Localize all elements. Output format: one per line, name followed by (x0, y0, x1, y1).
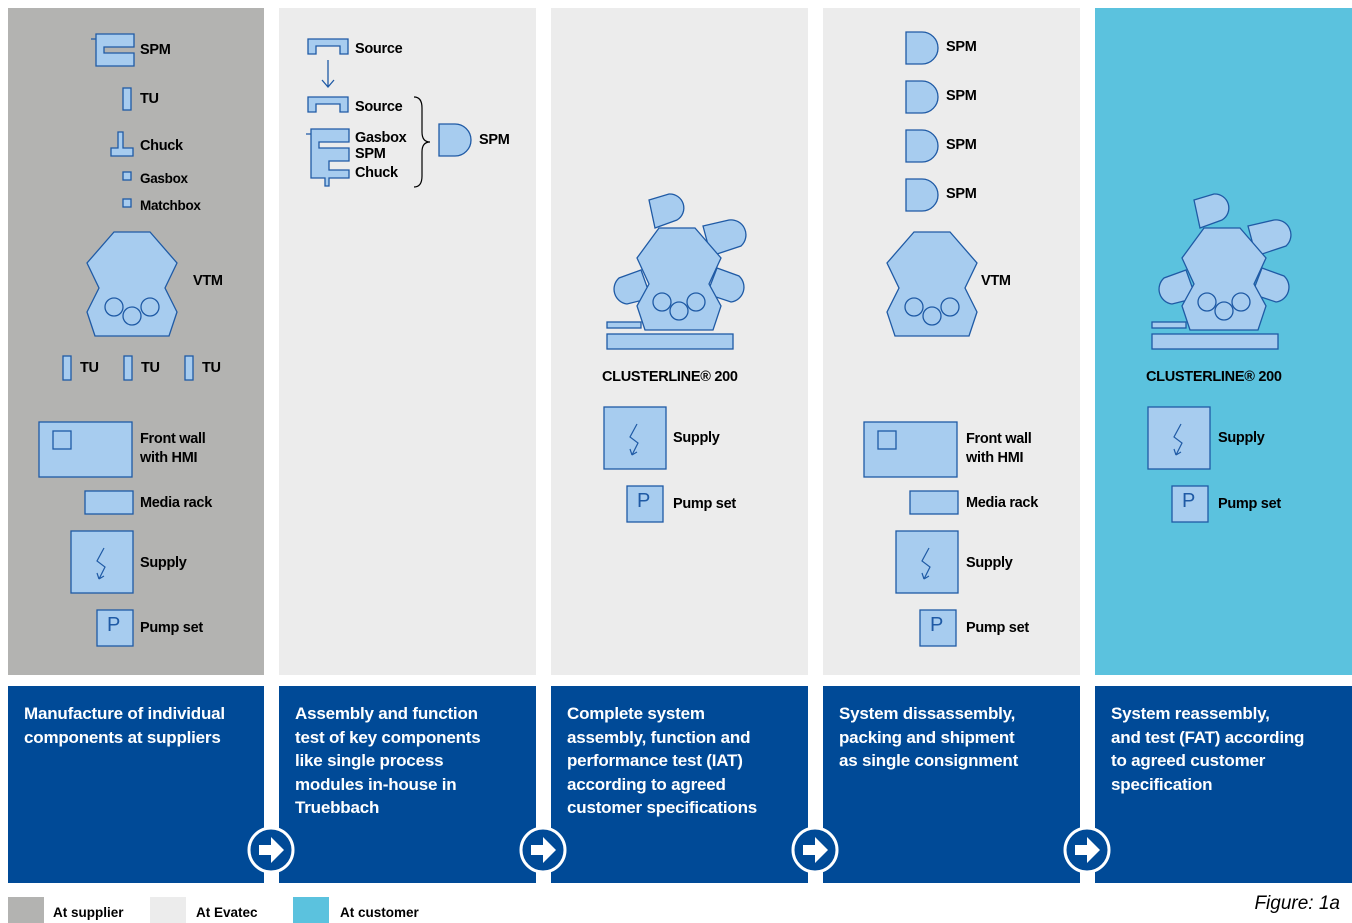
brace-icon (413, 96, 431, 188)
gasbox-component-icon (122, 171, 132, 181)
spm-module-icon (905, 129, 939, 163)
stage-4-spm4-label: SPM (946, 186, 977, 202)
tu-component-icon (123, 355, 133, 381)
spm-module-icon (905, 178, 939, 212)
stage-1-description: Manufacture of individual components at … (8, 686, 264, 883)
stage-3-pump-letter: P (637, 490, 651, 512)
chuck-component-icon (110, 131, 134, 157)
stage-4-vtm-label: VTM (981, 273, 1011, 289)
stage-5-description: System reassembly, and test (FAT) accord… (1095, 686, 1352, 883)
supply-icon (70, 530, 134, 594)
stage-2-spm-mid-label: SPM (355, 146, 386, 162)
down-arrow-icon (321, 60, 335, 88)
stage-5-product-label: CLUSTERLINE® 200 (1146, 369, 1282, 385)
stage-1-vtm-label: VTM (193, 273, 223, 289)
stage-5-pump-letter: P (1182, 490, 1196, 512)
stage-1-supply-label: Supply (140, 555, 187, 571)
stage-1-matchbox-label: Matchbox (140, 198, 201, 213)
spm-component-icon (91, 33, 135, 67)
tu-component-icon (184, 355, 194, 381)
stage-3-description: Complete system assembly, function and p… (551, 686, 808, 883)
tu-component-icon (62, 355, 72, 381)
front-wall-icon (38, 421, 133, 478)
source-component-icon (307, 38, 349, 55)
stage-1-gasbox-label: Gasbox (140, 171, 188, 186)
stage-4-spm2-label: SPM (946, 88, 977, 104)
stage-4-pump-letter: P (930, 614, 944, 636)
stage-1-spm-label: SPM (140, 42, 171, 58)
stage-3-supply-label: Supply (673, 430, 720, 446)
spm-module-icon (905, 31, 939, 65)
front-wall-icon (863, 421, 958, 478)
stage-1-tu-label: TU (140, 91, 159, 107)
stage-2-spm-label: SPM (479, 132, 510, 148)
supply-icon (603, 406, 667, 470)
stage-1-tu1-label: TU (80, 360, 99, 376)
stage-1-description-text: Manufacture of individual components at … (24, 704, 225, 747)
supply-icon (895, 530, 959, 594)
stage-4-front-wall-label: Front wall with HMI (966, 431, 1032, 466)
stage-1-pump-set-label: Pump set (140, 620, 203, 636)
stage-2-panel (279, 8, 536, 675)
stage-5-supply-label: Supply (1218, 430, 1265, 446)
next-step-arrow-icon (519, 826, 567, 874)
stage-1-media-rack-label: Media rack (140, 495, 212, 511)
supply-icon (1147, 406, 1211, 470)
stage-4-pump-set-label: Pump set (966, 620, 1029, 636)
legend-swatch-supplier (8, 897, 44, 923)
source-component-icon (307, 96, 349, 113)
stage-1-front-wall-label: Front wall with HMI (140, 431, 206, 466)
stage-1-tu3-label: TU (202, 360, 221, 376)
clusterline-icon (606, 193, 747, 350)
legend-label-evatec: At Evatec (196, 905, 258, 920)
legend-label-customer: At customer (340, 905, 419, 920)
stage-2-chuck-label: Chuck (355, 165, 398, 181)
stage-1-tu2-label: TU (141, 360, 160, 376)
stage-5-pump-set-label: Pump set (1218, 496, 1281, 512)
stage-2-description-text: Assembly and function test of key compon… (295, 704, 481, 817)
stage-4-spm1-label: SPM (946, 39, 977, 55)
stage-2-source1-label: Source (355, 41, 403, 57)
legend-swatch-evatec (150, 897, 186, 923)
spm-module-icon (438, 123, 472, 157)
stage-4-spm3-label: SPM (946, 137, 977, 153)
stage-3-product-label: CLUSTERLINE® 200 (602, 369, 738, 385)
stage-4-description-text: System dissassembly, packing and shipmen… (839, 704, 1019, 770)
stage-1-chuck-label: Chuck (140, 138, 183, 154)
next-step-arrow-icon (791, 826, 839, 874)
stage-3-description-text: Complete system assembly, function and p… (567, 704, 758, 817)
spm-module-icon (905, 80, 939, 114)
stage-2-description: Assembly and function test of key compon… (279, 686, 536, 883)
matchbox-component-icon (122, 198, 132, 208)
stage-4-description: System dissassembly, packing and shipmen… (823, 686, 1080, 883)
clusterline-icon (1151, 193, 1292, 350)
vtm-component-icon (886, 231, 978, 337)
legend-swatch-customer (293, 897, 329, 923)
legend-label-supplier: At supplier (53, 905, 124, 920)
tu-component-icon (122, 87, 132, 111)
vtm-component-icon (86, 231, 178, 337)
figure-caption: Figure: 1a (1254, 893, 1340, 914)
stage-5-description-text: System reassembly, and test (FAT) accord… (1111, 704, 1305, 794)
stage-3-pump-set-label: Pump set (673, 496, 736, 512)
spm-assembly-icon (306, 128, 350, 187)
next-step-arrow-icon (247, 826, 295, 874)
media-rack-icon (84, 490, 134, 515)
stage-4-media-rack-label: Media rack (966, 495, 1038, 511)
stage-4-supply-label: Supply (966, 555, 1013, 571)
stage-2-gasbox-label: Gasbox (355, 130, 407, 146)
stage-1-panel (8, 8, 264, 675)
stage-2-source2-label: Source (355, 99, 403, 115)
stage-1-pump-letter: P (107, 614, 121, 636)
next-step-arrow-icon (1063, 826, 1111, 874)
media-rack-icon (909, 490, 959, 515)
